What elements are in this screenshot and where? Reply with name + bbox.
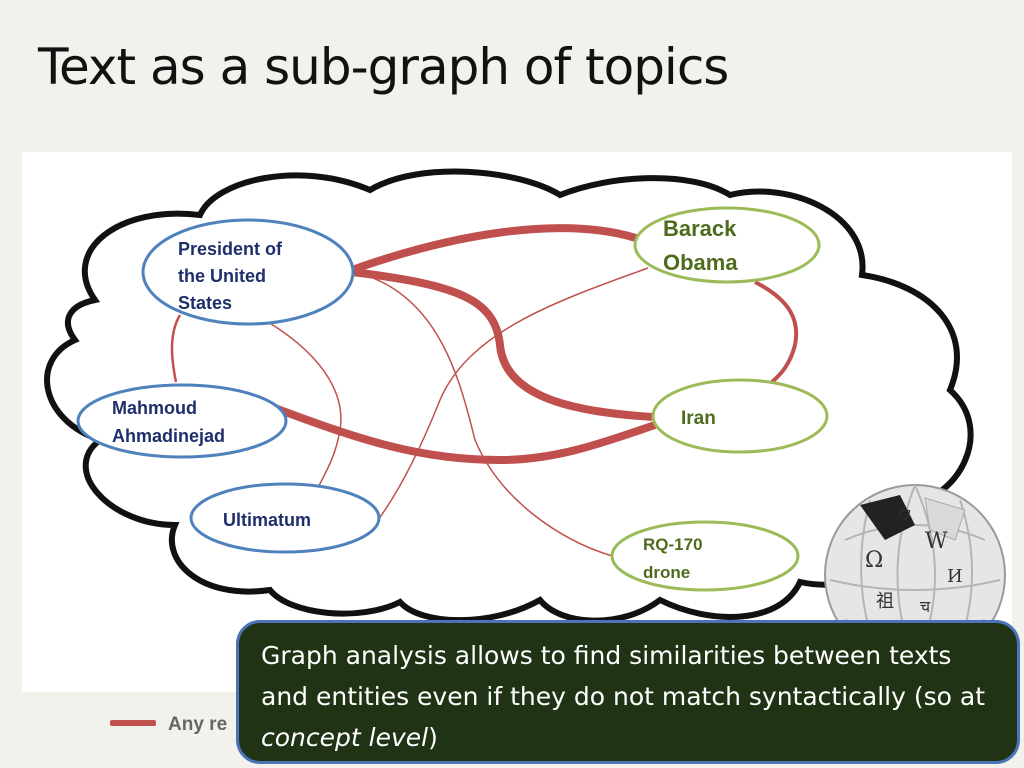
node-ahmadinejad-line2: Ahmadinejad bbox=[112, 426, 225, 446]
edge-obama-iran bbox=[754, 280, 799, 384]
callout-text-end: ) bbox=[428, 723, 438, 752]
node-president-line3: States bbox=[178, 293, 232, 313]
callout-text: Graph analysis allows to find similariti… bbox=[261, 641, 985, 711]
node-drone[interactable]: RQ-170 drone bbox=[610, 520, 800, 592]
edge-president-drone bbox=[364, 274, 613, 557]
node-obama-line2: Obama bbox=[663, 250, 738, 275]
legend-label: Any re bbox=[168, 714, 228, 735]
node-ahmadinejad[interactable]: Mahmoud Ahmadinejad bbox=[76, 383, 288, 459]
node-president-line2: the United bbox=[178, 266, 266, 286]
node-president-line1: President of bbox=[178, 239, 283, 259]
node-iran-label: Iran bbox=[681, 408, 716, 429]
svg-text:ワ: ワ bbox=[898, 508, 912, 524]
node-iran[interactable]: Iran bbox=[651, 378, 829, 454]
callout-box: Graph analysis allows to find similariti… bbox=[236, 620, 1020, 764]
svg-text:च: च bbox=[920, 597, 931, 616]
node-ultimatum-label: Ultimatum bbox=[223, 510, 311, 530]
edge-president-ahmadinejad bbox=[170, 314, 182, 383]
edge-ahmadinejad-iran bbox=[270, 403, 657, 465]
node-drone-line2: drone bbox=[643, 563, 690, 582]
legend-swatch bbox=[110, 720, 156, 726]
edge-obama-ultimatum bbox=[377, 267, 649, 521]
node-obama-line1: Barack bbox=[663, 216, 737, 241]
svg-text:Ω: Ω bbox=[865, 548, 883, 573]
slide-title: Text as a sub-graph of topics bbox=[38, 38, 729, 96]
node-drone-line1: RQ-170 bbox=[643, 535, 703, 554]
edge-president-iran bbox=[351, 268, 653, 421]
edge-president-obama bbox=[350, 224, 638, 274]
svg-text:И: И bbox=[947, 566, 963, 587]
node-ahmadinejad-line1: Mahmoud bbox=[112, 398, 197, 418]
callout-emphasis: concept level bbox=[261, 723, 429, 752]
edge-president-ultimatum bbox=[267, 321, 342, 489]
node-ultimatum[interactable]: Ultimatum bbox=[189, 482, 381, 554]
svg-text:W: W bbox=[925, 529, 948, 554]
svg-text:祖: 祖 bbox=[876, 591, 894, 612]
node-president[interactable]: President of the United States bbox=[141, 218, 355, 326]
node-obama[interactable]: Barack Obama bbox=[633, 206, 821, 284]
